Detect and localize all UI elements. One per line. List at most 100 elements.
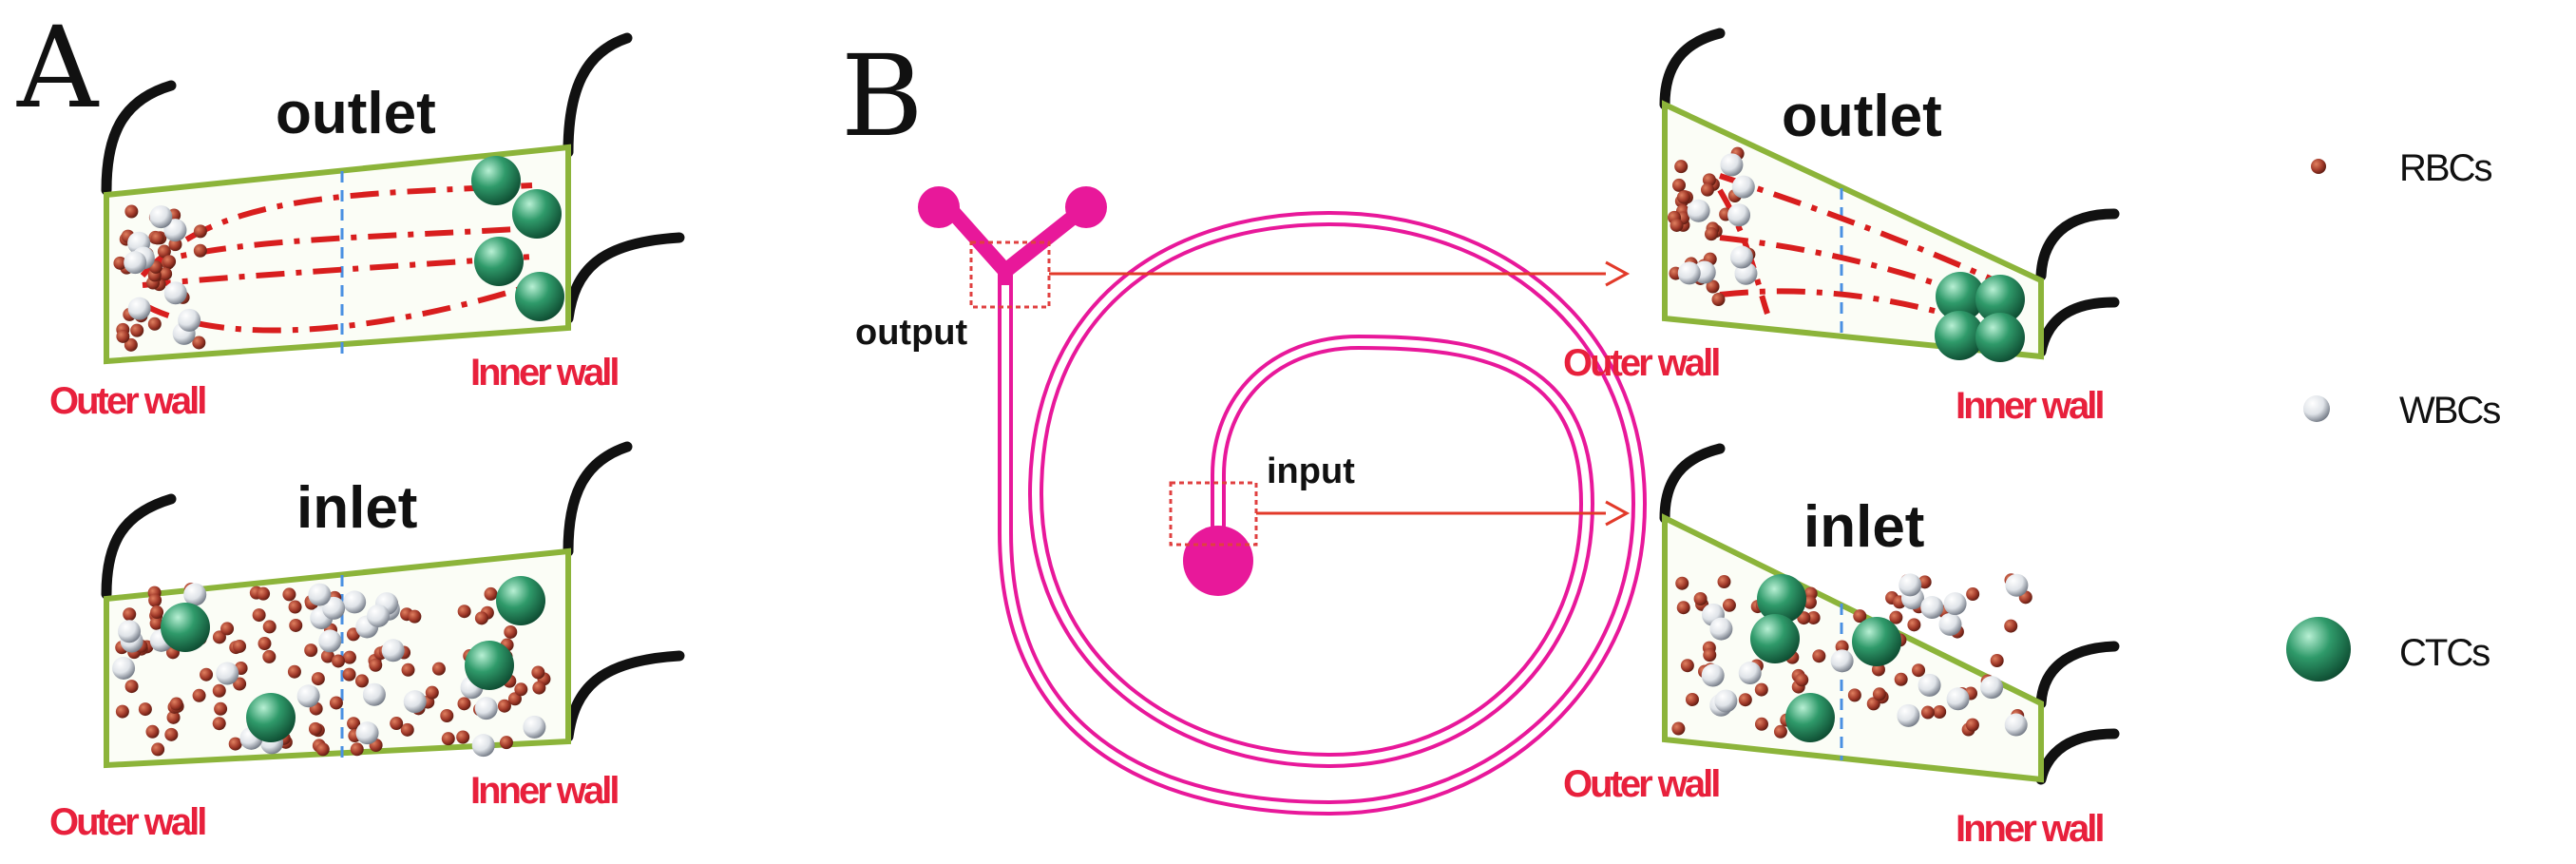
rbc-cell [1894,672,1908,686]
channel-wall-curve [101,493,177,600]
channel-cross-section [104,144,571,365]
wbc-cell [343,590,367,614]
wbc-cell [1731,175,1755,199]
channel-cross-section [1662,513,2044,783]
wbc-cell [367,604,391,627]
panel-a-inlet-cross-section: inlet Outer wall Inner wall [49,441,685,843]
channel-wall-curve [2035,728,2120,785]
legend-item-rbcs: RBCs [2311,147,2493,189]
rbc-cell [1773,724,1787,739]
channel-wall-curve [101,80,177,196]
rbc-cell [1674,160,1689,174]
rbc-cell [1912,663,1926,678]
rbc-cell [115,704,129,719]
rbc-cell [440,709,454,723]
rbc-cell [1738,693,1752,707]
rbc-cell [1872,687,1886,701]
wbc-cell [2005,573,2029,597]
ctc-cell [1785,693,1835,742]
rbc-cell [220,622,235,636]
rbc-cell [145,724,160,739]
panel-b-inlet-title: inlet [1803,494,1924,560]
ctc-cell [465,641,514,690]
cells-group [1668,146,2025,362]
rbc-cell [431,662,446,676]
rbc-cell [1706,279,1720,294]
rbc-cell [138,702,152,717]
panel-b-outlet-inner-wall-label: Inner wall [1956,385,2103,427]
rbc-cell [1717,575,1731,589]
rbc-cell [1700,182,1714,197]
rbc-cell [1676,601,1690,615]
legend-label: CTCs [2399,632,2490,674]
wbc-cell [1727,203,1751,227]
wbc-cell [1677,261,1701,285]
rbc-cell [200,667,214,682]
rbc-cell [329,696,343,710]
channel-wall-curve [563,232,685,324]
output-reservoir [1065,186,1107,228]
panel-b-inlet-inner-wall-label: Inner wall [1956,808,2103,850]
rbc-cell [151,742,165,757]
panel-a-inlet-inner-wall-label: Inner wall [470,770,618,812]
arrowhead-icon [1605,260,1631,287]
wbc-cell [118,620,142,643]
rbc-cell [308,721,322,736]
wbc-cell [318,629,342,653]
wbc-cell [112,656,136,680]
spiral-channel-lumen [1002,214,1644,813]
input-zoom-box [1169,481,1258,547]
rbc-cell [282,587,296,602]
panel-a-inlet-title: inlet [296,475,417,541]
rbc-cell [287,664,301,679]
rbc-cell [1866,697,1880,711]
channel-wall-curve [1659,28,1726,110]
rbc-cell [347,717,361,731]
legend-label: RBCs [2399,147,2491,189]
rbc-cell [193,243,207,258]
rbc-cell [1704,227,1718,241]
rbc-cell [193,224,207,239]
rbc-cell [400,722,414,737]
spiral-microchannel: output input [855,186,1648,816]
rbc-cell [169,697,183,711]
rbc-cell [262,649,277,663]
channel-wall-curve [2035,208,2120,281]
channel-wall-curve [563,650,685,742]
arrowhead-icon [1605,500,1631,527]
wbc-cell [474,697,498,720]
rbc-cell [497,699,511,713]
rbc-cell [1920,705,1935,720]
input-port-label: input [1267,451,1355,491]
rbc-cell [369,658,383,672]
ctc-cell [1852,617,1901,666]
rbc-cell [315,742,330,757]
panel-a-outlet-cross-section: outlet Outer wall Inner wall [49,32,685,422]
rbc-cell [457,697,471,711]
wbc-cell [178,308,201,332]
rbc-cell [456,730,470,744]
wbc-cell [1918,673,1941,697]
rbc-cell [214,701,228,716]
rbc-cell [1671,721,1686,736]
rbc-cell [113,256,127,270]
rbc-cell [124,680,139,694]
rbc-cell [1680,659,1694,673]
rbc-cell [401,662,415,677]
rbc-cell [390,717,404,731]
panel-a-outlet-outer-wall-label: Outer wall [49,380,205,422]
wbc-cell [1729,245,1753,269]
rbc-cell [262,620,277,634]
rbc-cell [212,717,226,731]
channel-wall-curve [2035,641,2120,709]
rbc-cell [116,329,130,343]
rbc-cell [1990,653,2004,667]
output-port-label: output [855,313,968,353]
rbc-cell [1670,218,1684,232]
ctc-cell [1935,311,1984,360]
rbc-cell [212,630,226,644]
rbc-cell [1889,610,1903,624]
wbc-cell [523,715,546,739]
rbc-cell [148,593,162,607]
